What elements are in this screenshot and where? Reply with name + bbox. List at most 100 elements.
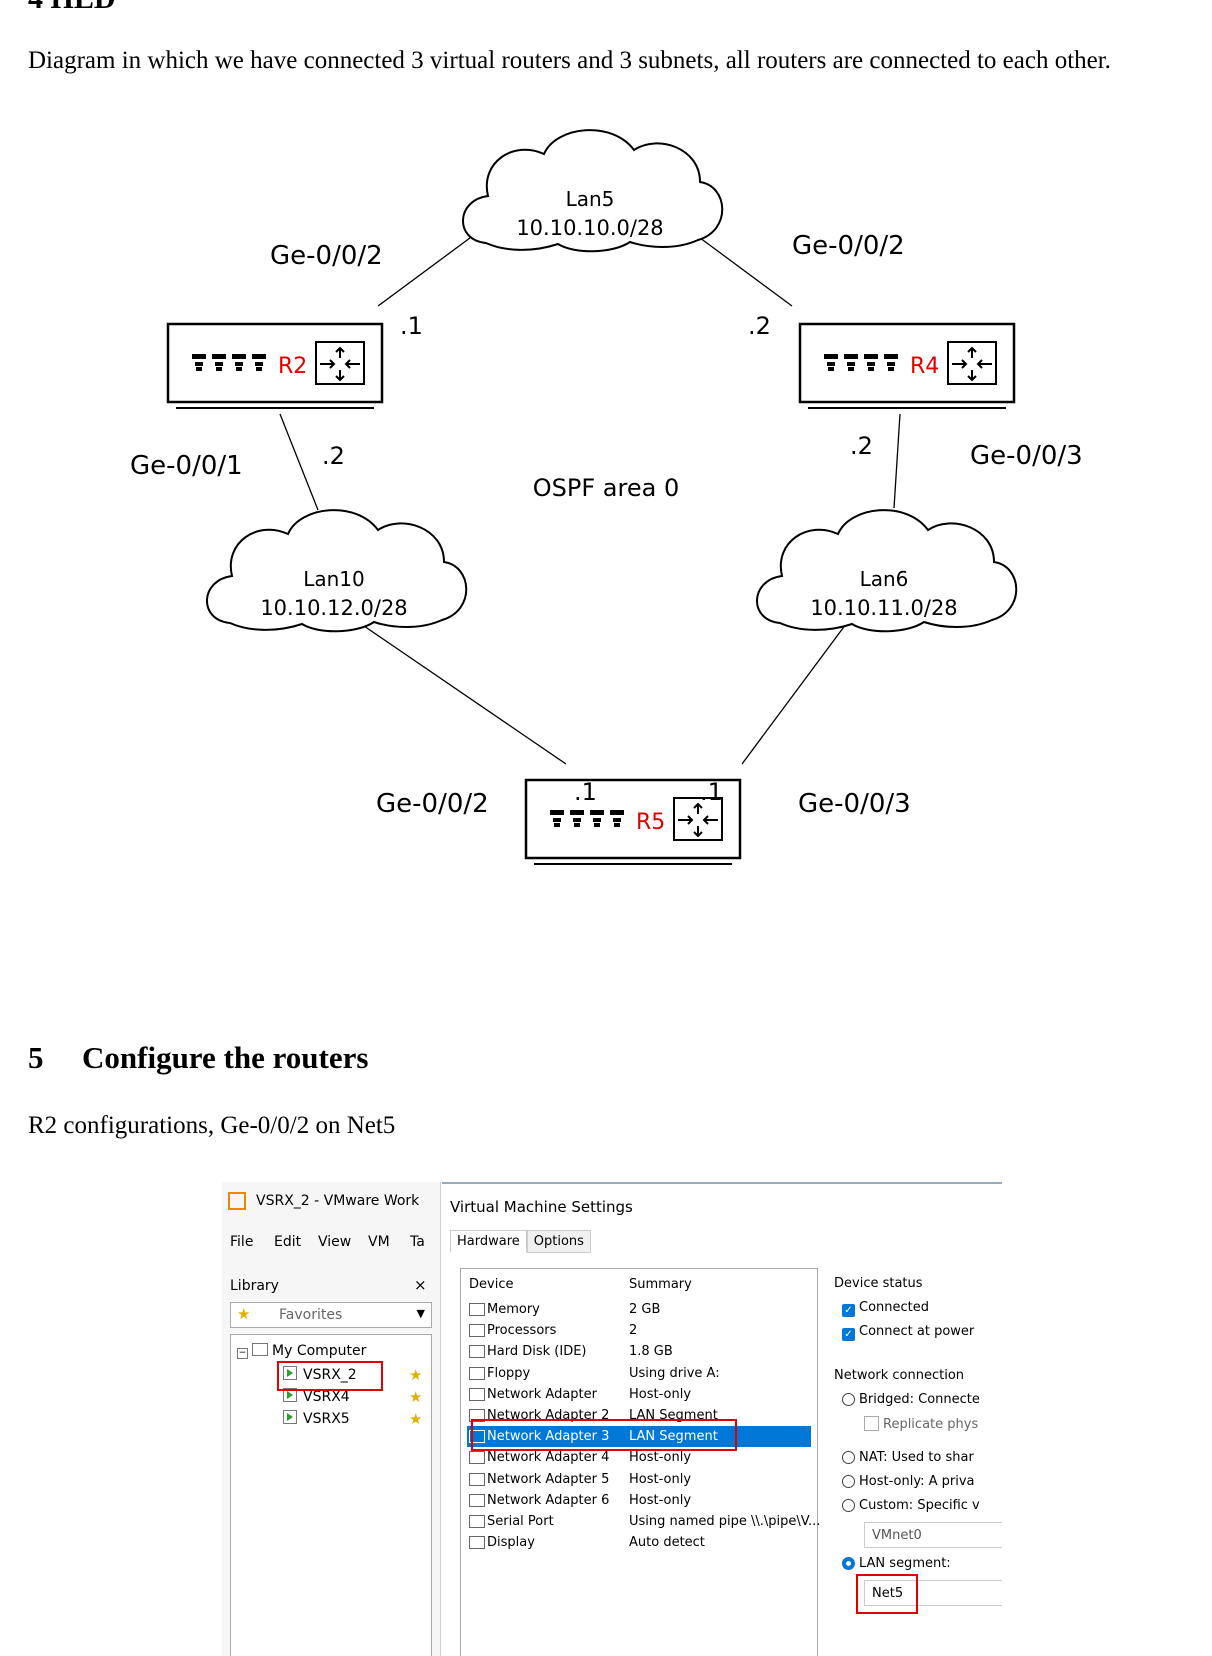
- device-summary: Auto detect: [629, 1535, 705, 1551]
- device-row[interactable]: Hard Disk (IDE)1.8 GB: [467, 1341, 811, 1362]
- library-tree: − My Computer VSRX_2 ★ VSRX4 ★ VSRX5 ★: [230, 1334, 432, 1656]
- dialog-title: Virtual Machine Settings: [450, 1198, 633, 1216]
- tab-hardware[interactable]: Hardware: [450, 1230, 527, 1253]
- device-icon: [469, 1303, 485, 1316]
- device-icon: [469, 1409, 485, 1422]
- tab-options[interactable]: Options: [526, 1230, 591, 1253]
- device-summary: Host-only: [629, 1492, 692, 1508]
- host-only-radio[interactable]: Host-only: A priva: [842, 1474, 975, 1489]
- link-lan5-r2: [377, 231, 479, 307]
- menu-vm[interactable]: VM: [368, 1234, 390, 1250]
- device-icon: [469, 1472, 485, 1486]
- device-summary: Host-only: [629, 1450, 692, 1466]
- col-device: Device: [469, 1277, 514, 1292]
- star-icon[interactable]: ★: [409, 1410, 423, 1428]
- lan-segment-radio[interactable]: LAN segment:: [842, 1556, 951, 1571]
- radio-label: Host-only: A priva: [859, 1474, 975, 1489]
- vm-icon: [283, 1388, 297, 1402]
- link-r2-lan10: [279, 413, 319, 511]
- connect-at-power-checkbox[interactable]: ✓Connect at power: [842, 1324, 974, 1341]
- interface-label: Ge-0/0/2: [792, 231, 905, 261]
- highlight-box: [471, 1419, 737, 1451]
- connected-checkbox[interactable]: ✓Connected: [842, 1300, 929, 1317]
- interface-label: Ge-0/0/3: [970, 441, 1083, 471]
- custom-radio[interactable]: Custom: Specific v: [842, 1498, 980, 1513]
- tree-vm-vsrx4[interactable]: VSRX4: [283, 1388, 350, 1405]
- cloud-subnet: 10.10.12.0/28: [260, 596, 407, 620]
- router-r2: R2: [166, 322, 384, 410]
- cloud-name: Lan10: [303, 567, 365, 591]
- nat-radio[interactable]: NAT: Used to shar: [842, 1450, 974, 1465]
- device-name: Processors: [487, 1323, 557, 1339]
- bridged-radio[interactable]: Bridged: Connecte: [842, 1392, 980, 1407]
- collapse-icon[interactable]: −: [237, 1348, 248, 1359]
- device-summary: LAN Segment: [629, 1429, 718, 1445]
- menu-view[interactable]: View: [318, 1234, 352, 1250]
- vmware-library-window: VSRX_2 - VMware Work File Edit View VM T…: [222, 1182, 441, 1656]
- menu-tabs[interactable]: Ta: [410, 1234, 425, 1250]
- replicate-checkbox[interactable]: Replicate phys: [864, 1416, 978, 1432]
- link-lan6-r5: [741, 623, 847, 765]
- interface-label: Ge-0/0/2: [270, 241, 383, 271]
- library-label: Library: [230, 1278, 279, 1294]
- link-lan5-r4: [691, 231, 793, 307]
- vmnet-select[interactable]: [864, 1522, 1002, 1548]
- vmnet-value: VMnet0: [872, 1528, 922, 1543]
- tree-vm-vsrx2[interactable]: VSRX_2: [283, 1366, 357, 1383]
- host-address: .1: [400, 312, 423, 340]
- star-icon: ★: [237, 1305, 251, 1323]
- vm-icon: [283, 1366, 297, 1380]
- window-title: VSRX_2 - VMware Work: [256, 1193, 420, 1209]
- menu-file[interactable]: File: [230, 1234, 254, 1250]
- lan-segment-select[interactable]: [864, 1580, 1002, 1606]
- intro-paragraph: Diagram in which we have connected 3 vir…: [28, 47, 1111, 74]
- vm-label: VSRX_2: [303, 1367, 357, 1383]
- device-status-label: Device status: [834, 1276, 923, 1291]
- menu-edit[interactable]: Edit: [274, 1234, 302, 1250]
- device-row[interactable]: Display Auto detect: [467, 1532, 811, 1553]
- tree-vm-vsrx5[interactable]: VSRX5: [283, 1410, 350, 1427]
- link-r4-lan6: [893, 413, 901, 509]
- tree-root[interactable]: − My Computer: [237, 1343, 366, 1359]
- radio-icon: [842, 1499, 855, 1512]
- root-label: My Computer: [272, 1343, 367, 1359]
- device-name: Memory: [487, 1302, 540, 1317]
- device-icon: [469, 1430, 485, 1444]
- favorites-label: Favorites: [279, 1307, 343, 1323]
- router-label: R2: [278, 354, 307, 379]
- star-icon[interactable]: ★: [409, 1388, 423, 1406]
- device-icon: [469, 1345, 485, 1359]
- close-icon[interactable]: ×: [414, 1276, 427, 1294]
- device-settings-panel: Device status ✓Connected ✓Connect at pow…: [830, 1268, 1002, 1656]
- favorites-dropdown[interactable]: ★ Favorites ▼: [230, 1302, 432, 1328]
- radio-icon: [842, 1475, 855, 1488]
- device-summary: Host-only: [629, 1471, 692, 1487]
- section-heading-cut: 4 HLD: [28, 0, 116, 16]
- section-title: Configure the routers: [82, 1040, 369, 1075]
- radio-label: LAN segment:: [859, 1556, 951, 1571]
- checkbox-icon: [864, 1416, 879, 1431]
- star-icon[interactable]: ★: [409, 1366, 423, 1384]
- radio-label: NAT: Used to shar: [859, 1450, 974, 1465]
- device-icon: [469, 1366, 485, 1380]
- interface-label: Ge-0/0/1: [130, 451, 243, 481]
- device-name: Display: [487, 1535, 535, 1551]
- lan-segment-value: Net5: [872, 1586, 904, 1601]
- interface-label: Ge-0/0/3: [798, 789, 911, 819]
- device-icon: [469, 1493, 485, 1507]
- cloud-lan10: Lan10 10.10.12.0/28: [205, 509, 468, 633]
- check-icon: ✓: [842, 1328, 855, 1341]
- cloud-subnet: 10.10.11.0/28: [810, 596, 957, 620]
